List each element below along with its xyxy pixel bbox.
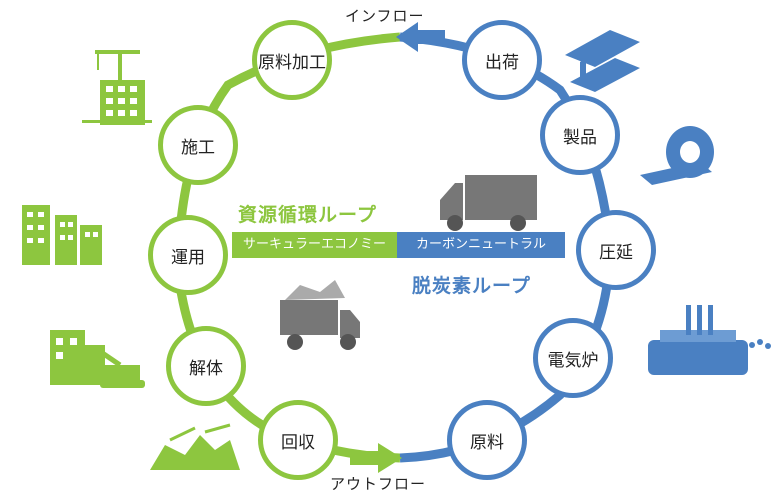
resource-loop-title: 資源循環ループ [238, 204, 377, 226]
node-product: 製品 [540, 95, 620, 175]
buildings-icon [22, 205, 102, 265]
circular-economy-tag: サーキュラーエコノミー [242, 237, 386, 252]
node-electric-furnace: 電気炉 [533, 318, 613, 398]
node-rolling: 圧延 [576, 210, 656, 290]
node-operation: 運用 [148, 215, 228, 295]
carbon-neutral-tag-bg [397, 232, 565, 258]
outflow-label: アウトフロー [330, 475, 427, 493]
demolition-excavator-icon [50, 330, 145, 388]
node-shipping: 出荷 [462, 20, 542, 100]
node-demolition: 解体 [166, 326, 246, 406]
node-material-processing: 原料加工 [252, 20, 332, 100]
carbon-neutral-tag: カーボンニュートラル [415, 237, 546, 252]
scrap-truck-icon [280, 280, 360, 350]
scrap-pile-icon [150, 423, 240, 470]
outflow-arrow [350, 443, 402, 473]
inflow-label: インフロー [345, 7, 425, 25]
circular-economy-tag-bg [232, 232, 397, 258]
crane-building-icon [82, 50, 152, 125]
node-construction: 施工 [158, 105, 238, 185]
node-raw-material: 原料 [447, 400, 527, 480]
steel-beam-icon [565, 30, 640, 92]
inflow-arrow [396, 22, 445, 52]
furnace-icon [648, 305, 771, 375]
carbon-loop-title: 脱炭素ループ [412, 275, 531, 297]
truck-icon [440, 175, 537, 231]
node-collection: 回収 [258, 400, 338, 480]
steel-coil-icon [640, 126, 714, 185]
